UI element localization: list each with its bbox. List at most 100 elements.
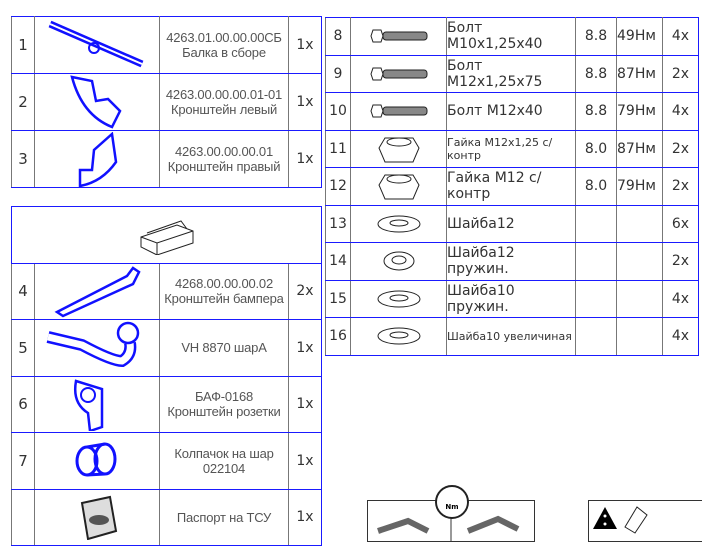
washer-icon [351,289,446,309]
part-name: Балка в сборе [182,45,266,60]
warning-icon [593,506,648,534]
part-qty: 1x [288,319,322,377]
fastener-row: 15 Шайба10 пружин. 4x [325,279,699,318]
torque [616,317,663,356]
part-qty: 4x [662,279,699,318]
bolt-icon [351,27,446,45]
part-code: 4263.00.00.00.01 [174,144,273,159]
part-qty: 1x [288,432,322,490]
box-icon [140,220,193,255]
passport-icon [35,495,159,540]
part-code: 4263.00.00.00.01-01 [165,87,283,102]
strength-class: 8.0 [575,129,617,168]
fastener-row: 12 Гайка М12 с/контр 8.0 79Нм 2x [325,167,699,206]
torque: 87Нм [616,129,663,168]
part-code: Колпачок на шар [174,445,274,461]
part-name: Кронштейн левый [170,102,278,117]
torque [616,242,663,281]
torque: 87Нм [616,54,663,93]
fastener-row: 14 Шайба12 пружин. 2x [325,242,699,281]
part-name: Болт М10х1,25х40 [446,17,576,56]
washer-icon [351,326,446,346]
torque [616,279,663,318]
part-code: 4263.01.00.00.00СБ [166,30,282,45]
strength-class [575,204,617,243]
fastener-row: 13 Шайба12 6x [325,204,699,243]
fastener-row: 9 Болт М12х1,25х75 8.8 87Нм 2x [325,54,699,93]
part-name: Шайба12 пружин. [446,242,576,281]
part-number: 13 [325,204,351,243]
part-name: Гайка М12 с/контр [446,167,576,206]
part-name: Шайба12 [446,204,576,243]
strength-class: 8.8 [575,92,617,131]
part-row: 5 VH 8870 шарA 1x [11,319,322,377]
part-qty: 1x [288,488,322,546]
fastener-row: 8 Болт М10х1,25х40 8.8 49Нм 4x [325,17,699,56]
bolt-icon [351,102,446,120]
part-number: 16 [325,317,351,356]
part-name: Шайба10 увеличиная [446,317,576,356]
part-qty: 4x [662,317,699,356]
part-row: Паспорт на ТСУ 1x [11,488,322,546]
part-number: 10 [325,92,351,131]
part-qty: 2x [662,129,699,168]
part-code: БАФ-0168 [194,389,254,405]
strength-class [575,242,617,281]
part-name: Кронштейн розетки [167,404,281,420]
part-name: Кронштейн правый [167,159,281,174]
part-name: Гайка М12х1,25 с/контр [446,129,576,168]
part-number [11,488,35,546]
part-number: 14 [325,242,351,281]
part-name: Болт М12х40 [446,92,576,131]
strength-class: 8.0 [575,167,617,206]
fastener-row: 11 Гайка М12х1,25 с/контр 8.0 87Нм 2x [325,129,699,168]
fastener-row: 10 Болт М12х40 8.8 79Нм 4x [325,92,699,131]
part-number: 5 [11,319,35,377]
part-name: 022104 [202,460,246,476]
part-qty: 1x [288,130,322,188]
torque [616,204,663,243]
torque: 79Нм [616,167,663,206]
part-number: 6 [11,375,35,433]
part-number: 11 [325,129,351,168]
tow-ball-icon [35,321,159,375]
part-number: 8 [325,17,351,56]
part-qty: 1x [288,73,322,131]
washer-icon [351,214,446,234]
part-name: Шайба10 пружин. [446,279,576,318]
part-name: Болт М12х1,25х75 [446,54,576,93]
part-name: Кронштейн бампера [164,291,284,307]
part-qty: 2x [288,262,322,320]
part-number: 1 [11,16,35,74]
warning-panel [588,500,702,542]
part-number: 4 [11,262,35,320]
bracket-right-icon [35,131,159,187]
bolt-icon [351,65,446,83]
part-qty: 1x [288,375,322,433]
box-row [11,206,322,264]
part-number: 12 [325,167,351,206]
part-qty: 2x [662,54,699,93]
part-number: 3 [11,130,35,188]
part-number: 15 [325,279,351,318]
part-qty: 2x [662,167,699,206]
part-number: 7 [11,432,35,490]
torque: 49Нм [616,17,663,56]
strength-class: 8.8 [575,54,617,93]
bumper-bracket-icon [35,264,159,318]
part-code: Паспорт на ТСУ [176,509,272,525]
part-qty: 2x [662,242,699,281]
part-code: 4268.00.00.00.02 [174,276,273,292]
torque: 79Нм [616,92,663,131]
beam-icon [35,18,159,73]
strength-class: 8.8 [575,17,617,56]
part-qty: 4x [662,17,699,56]
strength-class [575,279,617,318]
part-qty: 1x [288,16,322,74]
